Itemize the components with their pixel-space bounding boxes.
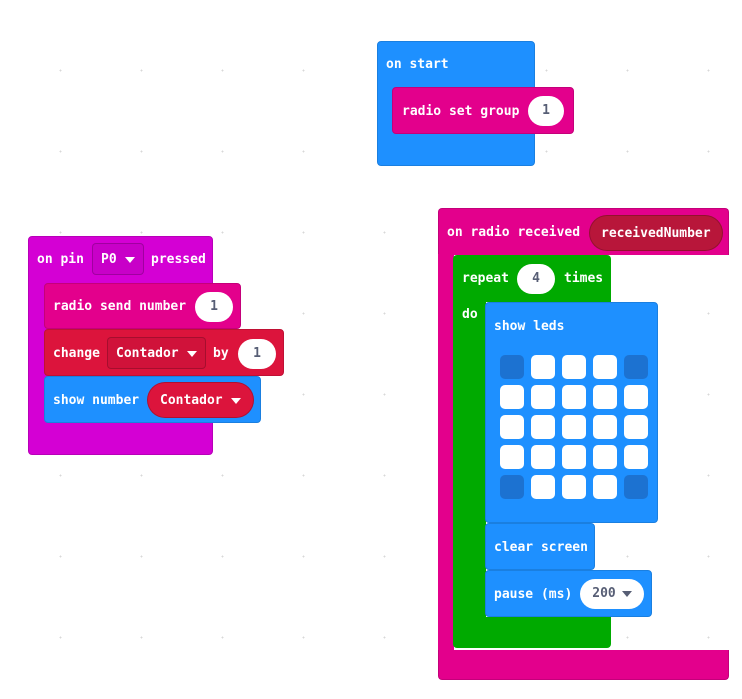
led-cell[interactable]	[500, 475, 524, 499]
led-cell[interactable]	[500, 415, 524, 439]
radio-send-number-block[interactable]: radio send number 1	[44, 283, 241, 329]
led-cell[interactable]	[624, 355, 648, 379]
repeat-label: repeat	[462, 271, 509, 286]
chevron-down-icon	[186, 350, 197, 357]
repeat-body: do	[453, 301, 486, 621]
led-cell[interactable]	[593, 355, 617, 379]
led-cell[interactable]	[624, 475, 648, 499]
on-radio-received-body	[438, 254, 454, 654]
led-cell[interactable]	[593, 475, 617, 499]
pressed-label: pressed	[151, 252, 206, 267]
do-label: do	[462, 307, 478, 322]
repeat-count-input[interactable]: 4	[517, 264, 555, 294]
led-cell[interactable]	[500, 355, 524, 379]
on-start-label: on start	[386, 57, 449, 72]
led-cell[interactable]	[531, 475, 555, 499]
send-number-input[interactable]: 1	[195, 292, 233, 322]
led-cell[interactable]	[500, 385, 524, 409]
variable-value: Contador	[116, 346, 179, 361]
clear-screen-block[interactable]: clear screen	[485, 523, 595, 570]
radio-set-group-block[interactable]: radio set group 1	[392, 87, 574, 134]
times-label: times	[564, 271, 604, 286]
led-cell[interactable]	[624, 385, 648, 409]
on-pin-label: on pin	[37, 252, 84, 267]
on-radio-received-footer	[438, 650, 729, 680]
pin-value: P0	[101, 252, 117, 267]
contador-variable-pill[interactable]: Contador	[147, 382, 254, 418]
chevron-down-icon	[124, 256, 135, 263]
change-label: change	[53, 346, 100, 361]
led-cell[interactable]	[562, 385, 586, 409]
chevron-down-icon	[621, 590, 632, 597]
received-number-param[interactable]: receivedNumber	[589, 215, 723, 251]
repeat-block[interactable]: repeat 4 times	[453, 255, 611, 302]
radio-set-group-label: radio set group	[402, 104, 520, 119]
change-variable-block[interactable]: change Contador by 1	[44, 329, 284, 376]
show-leds-block[interactable]: show leds	[485, 302, 658, 523]
group-number-input[interactable]: 1	[528, 96, 564, 126]
led-cell[interactable]	[593, 415, 617, 439]
pause-block[interactable]: pause (ms) 200	[485, 570, 652, 617]
led-cell[interactable]	[562, 445, 586, 469]
led-cell[interactable]	[593, 385, 617, 409]
led-cell[interactable]	[531, 445, 555, 469]
led-cell[interactable]	[531, 355, 555, 379]
on-radio-received-label: on radio received	[447, 225, 581, 240]
led-cell[interactable]	[531, 385, 555, 409]
show-number-block[interactable]: show number Contador	[44, 376, 261, 423]
pause-duration-dropdown[interactable]: 200	[580, 579, 644, 609]
radio-send-label: radio send number	[53, 299, 187, 314]
variable-value: Contador	[160, 393, 223, 408]
show-leds-label: show leds	[494, 319, 565, 334]
variable-dropdown[interactable]: Contador	[107, 337, 206, 369]
show-number-label: show number	[53, 393, 140, 408]
led-cell[interactable]	[500, 445, 524, 469]
clear-screen-label: clear screen	[494, 540, 588, 555]
on-radio-received-block[interactable]: on radio received receivedNumber	[438, 208, 729, 255]
led-cell[interactable]	[562, 415, 586, 439]
by-label: by	[213, 346, 229, 361]
led-cell[interactable]	[593, 445, 617, 469]
pin-dropdown[interactable]: P0	[92, 243, 144, 275]
led-cell[interactable]	[624, 415, 648, 439]
chevron-down-icon	[230, 397, 241, 404]
pause-value: 200	[592, 586, 616, 601]
repeat-footer	[453, 617, 611, 648]
led-cell[interactable]	[562, 475, 586, 499]
led-cell[interactable]	[531, 415, 555, 439]
pause-label: pause (ms)	[494, 587, 573, 602]
led-cell[interactable]	[562, 355, 586, 379]
change-amount-input[interactable]: 1	[238, 339, 276, 369]
led-cell[interactable]	[624, 445, 648, 469]
